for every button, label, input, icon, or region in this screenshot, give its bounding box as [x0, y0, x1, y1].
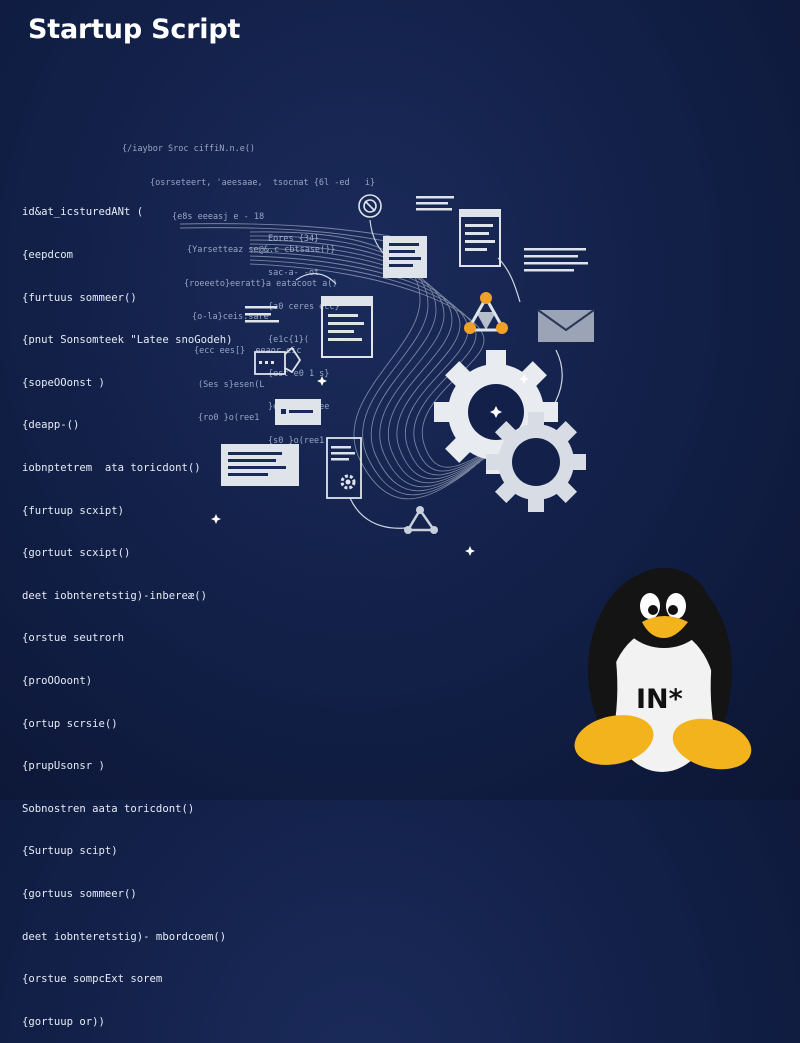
document-icon — [221, 444, 299, 486]
triangle-node-icon — [464, 292, 508, 334]
code-line: {orstue seutrorh — [22, 632, 125, 645]
window-icon — [321, 296, 373, 358]
code-line: deet iobnteretstig)-inbereæ() — [22, 589, 207, 602]
faint-line: sac-a- -ot — [268, 268, 320, 279]
faint-line: {o-la}ceis.sare — [192, 312, 269, 323]
code-line: {Surtuup scipt) — [22, 845, 118, 858]
code-line: deet iobnteretstig)- mbordcoem() — [22, 930, 227, 943]
faint-line: {Yarsetteaz se@&.c cbtsase()} — [187, 245, 336, 256]
faint-line: {osrseteert, 'aeesaae, tsocnat {6l -ed i… — [150, 178, 376, 189]
faint-line: (Ses s}esen(L — [198, 379, 265, 390]
code-line: {furtuus sommeer() — [22, 291, 137, 304]
faint-line: {s0 }o(ree1 — [268, 436, 325, 447]
text-lines-icon — [245, 196, 588, 323]
code-line: {ortup scrsie() — [22, 717, 118, 730]
faint-line: Eores {34} — [268, 234, 320, 245]
code-line: {deapp-() — [22, 419, 80, 432]
code-line: {eepdcom — [22, 249, 74, 261]
penguin-mascot — [574, 568, 752, 772]
sparkle-icon — [211, 374, 529, 556]
faint-line: {e1c{1}( — [268, 335, 309, 346]
code-line: {pnut Sonsomteek "Latee snoGodeh) — [22, 334, 233, 347]
code-line: {gortuup or)) — [22, 1015, 105, 1028]
page-title: Startup Script — [28, 14, 241, 45]
window-icon — [459, 209, 501, 267]
message-card-icon — [275, 399, 321, 425]
code-line: {sopeOOonst ) — [22, 376, 105, 389]
faint-line: {roeeeto}eeratt}a eatacoot a() — [184, 278, 338, 289]
illustration: IN* — [179, 194, 752, 772]
chat-bubble-icon — [254, 346, 302, 375]
gear-icon — [434, 350, 558, 474]
code-line: {gortuus sommeer() — [22, 887, 137, 900]
faint-line: {/iaybor Sroc ciffiN.n.e() — [122, 144, 256, 155]
code-line: id&at_icsturedANt ( — [22, 206, 144, 219]
envelope-icon — [537, 309, 595, 342]
faint-line: {e8s eeeasj e - 18 — [172, 211, 265, 222]
code-line: {furtuup scxipt) — [22, 504, 125, 517]
code-line: iobnptetrem ata toricdont() — [22, 461, 201, 474]
document-icon — [383, 236, 427, 278]
code-line: {orstue sompcExt sorem — [22, 973, 163, 986]
gear-icon — [486, 412, 586, 512]
code-line: Sobnostren aata toricdont() — [22, 802, 195, 815]
code-line: {gortuut scxipt() — [22, 547, 131, 560]
network-icon — [404, 506, 438, 534]
settings-window-icon — [326, 437, 362, 499]
code-line: {proOOoont) — [22, 674, 93, 687]
faint-line: {ro0 }o(ree1 — [198, 413, 260, 424]
compass-icon — [358, 194, 382, 218]
mascot-label: IN* — [636, 684, 683, 715]
code-line: {prupUsonsr ) — [22, 760, 105, 773]
